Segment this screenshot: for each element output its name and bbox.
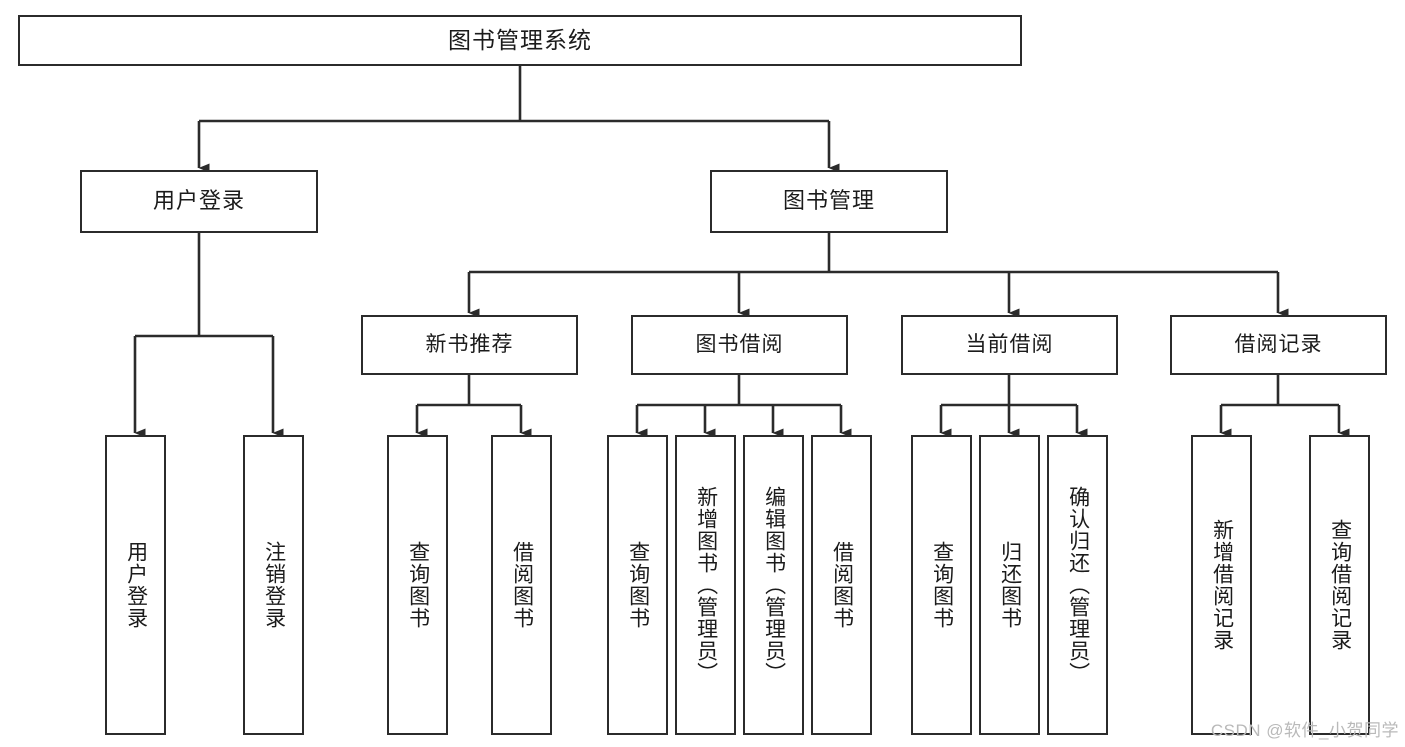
leaf-query-book-2[interactable]: 查询图书: [607, 435, 668, 735]
node-book-borrow[interactable]: 图书借阅: [631, 315, 848, 375]
node-root-label: 图书管理系统: [448, 26, 592, 53]
node-book-management-label: 图书管理: [782, 188, 875, 214]
leaf-add-book[interactable]: 新增图书（管理员）: [675, 435, 736, 735]
leaf-edit-book[interactable]: 编辑图书（管理员）: [743, 435, 804, 735]
node-root[interactable]: 图书管理系统: [18, 15, 1022, 66]
leaf-query-record-label: 查询借阅记录: [1328, 519, 1352, 651]
node-book-borrow-label: 图书借阅: [695, 333, 784, 357]
leaf-user-login[interactable]: 用户登录: [105, 435, 166, 735]
leaf-borrow-book-1-label: 借阅图书: [510, 541, 534, 629]
leaf-borrow-book-2[interactable]: 借阅图书: [811, 435, 872, 735]
leaf-add-book-label: 新增图书（管理员）: [694, 486, 718, 684]
leaf-query-record[interactable]: 查询借阅记录: [1309, 435, 1370, 735]
node-user-login-label: 用户登录: [152, 188, 245, 214]
leaf-confirm-return-label: 确认归还（管理员）: [1066, 486, 1090, 684]
node-new-book-recommend-label: 新书推荐: [425, 333, 514, 357]
node-user-login[interactable]: 用户登录: [80, 170, 318, 233]
leaf-user-login-label: 用户登录: [124, 541, 148, 629]
leaf-return-book-label: 归还图书: [998, 541, 1022, 629]
leaf-logout-login[interactable]: 注销登录: [243, 435, 304, 735]
node-borrow-record[interactable]: 借阅记录: [1170, 315, 1387, 375]
node-new-book-recommend[interactable]: 新书推荐: [361, 315, 578, 375]
node-current-borrow[interactable]: 当前借阅: [901, 315, 1118, 375]
node-book-management[interactable]: 图书管理: [710, 170, 948, 233]
leaf-query-book-3[interactable]: 查询图书: [911, 435, 972, 735]
node-borrow-record-label: 借阅记录: [1234, 333, 1323, 357]
leaf-add-record-label: 新增借阅记录: [1210, 519, 1234, 651]
leaf-borrow-book-1[interactable]: 借阅图书: [491, 435, 552, 735]
leaf-query-book-1-label: 查询图书: [406, 541, 430, 629]
leaf-add-record[interactable]: 新增借阅记录: [1191, 435, 1252, 735]
leaf-return-book[interactable]: 归还图书: [979, 435, 1040, 735]
leaf-query-book-2-label: 查询图书: [626, 541, 650, 629]
leaf-query-book-1[interactable]: 查询图书: [387, 435, 448, 735]
leaf-borrow-book-2-label: 借阅图书: [830, 541, 854, 629]
leaf-edit-book-label: 编辑图书（管理员）: [762, 486, 786, 684]
watermark: CSDN @软件_小贺同学: [1210, 721, 1399, 740]
leaf-logout-login-label: 注销登录: [262, 541, 286, 629]
node-current-borrow-label: 当前借阅: [965, 333, 1054, 357]
leaf-confirm-return[interactable]: 确认归还（管理员）: [1047, 435, 1108, 735]
leaf-query-book-3-label: 查询图书: [930, 541, 954, 629]
